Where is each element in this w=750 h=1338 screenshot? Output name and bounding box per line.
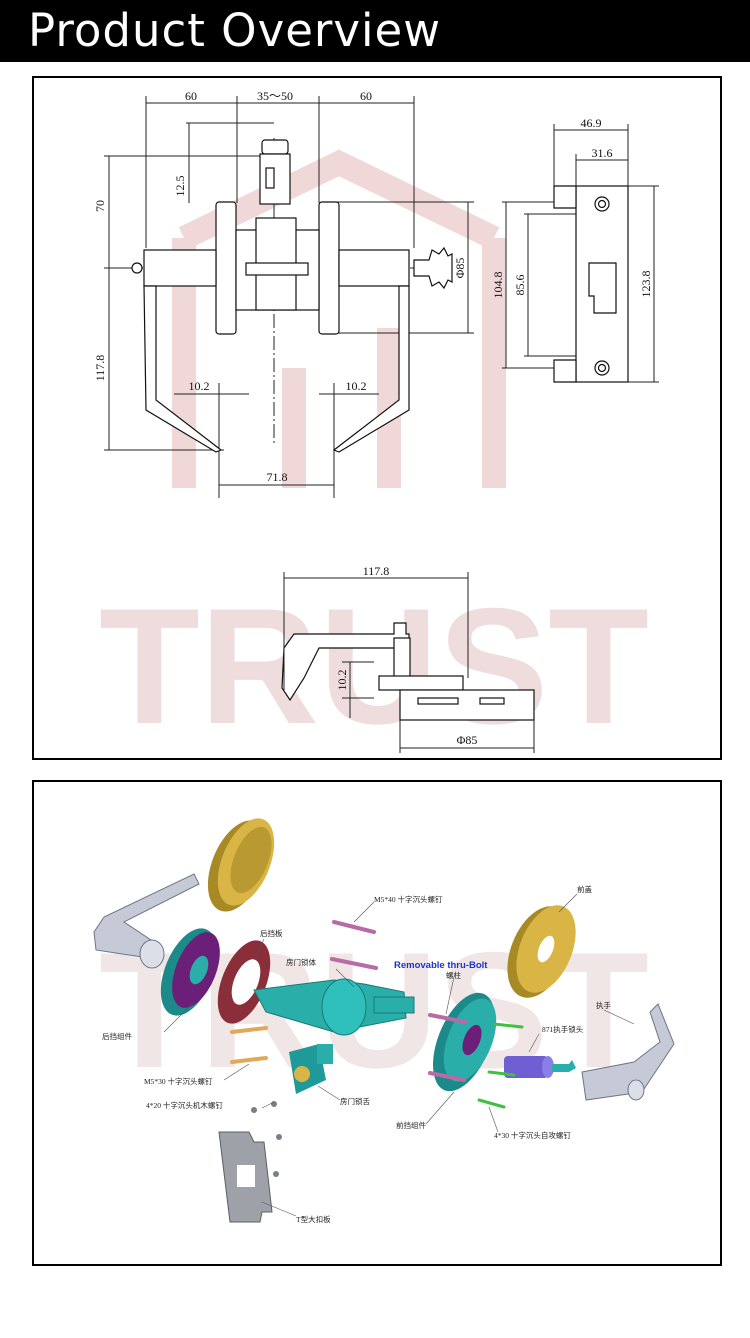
dim-85-6: 85.6 xyxy=(513,275,527,296)
label-back-rose: 后挡组件 xyxy=(102,1031,132,1041)
dim-rose-dia: Φ85 xyxy=(453,258,467,279)
orange-screws xyxy=(230,1026,268,1064)
dim-side-10-2: 10.2 xyxy=(335,670,349,691)
lock-body xyxy=(253,978,415,1036)
label-screw-m5-30: M5*30 十字沉头螺钉 xyxy=(144,1076,213,1086)
watermark-text: TRUST xyxy=(99,574,649,758)
dim-31-6: 31.6 xyxy=(592,146,613,160)
label-back-plate: 后挡板 xyxy=(260,928,283,938)
callout-removable-thru-bolt: Removable thru-Bolt xyxy=(394,960,488,971)
back-lever xyxy=(93,873,200,969)
front-lever xyxy=(581,1003,675,1101)
cylinder xyxy=(504,1056,576,1078)
label-lever: 执手 xyxy=(596,1000,611,1010)
dim-104-8: 104.8 xyxy=(491,272,505,299)
technical-drawing-panel: TRUST xyxy=(32,76,722,760)
dim-117-8: 117.8 xyxy=(93,355,107,382)
strike-plate xyxy=(218,1101,282,1223)
label-strike-plate: T型大扣板 xyxy=(296,1214,331,1224)
latch xyxy=(289,1044,333,1094)
dim-71-8: 71.8 xyxy=(267,470,288,484)
dim-top-left: 60 xyxy=(185,89,197,103)
label-cylinder: 871执手锁头 xyxy=(542,1024,584,1034)
label-lock-body: 房门锁体 xyxy=(286,957,316,967)
back-rose-assembly xyxy=(160,928,220,1016)
label-latch: 房门锁舌 xyxy=(340,1096,370,1106)
label-self-tap: 4*30 十字沉头自攻螺钉 xyxy=(494,1130,571,1140)
dim-123-8: 123.8 xyxy=(639,271,653,298)
dim-top-mid: 35～50 xyxy=(257,89,293,103)
label-screw-m5-40: M5*40 十字沉头螺钉 xyxy=(374,894,443,904)
dim-side-dia: Φ85 xyxy=(457,733,478,747)
dim-side-117-8: 117.8 xyxy=(363,564,390,578)
dim-lever-left: 10.2 xyxy=(189,379,210,393)
technical-drawing: TRUST xyxy=(93,89,659,758)
dim-46-9: 46.9 xyxy=(581,116,602,130)
back-plate xyxy=(217,940,271,1024)
label-post: 螺柱 xyxy=(446,970,461,980)
pink-screws xyxy=(330,920,468,1082)
page-title: Product Overview xyxy=(28,4,442,57)
dim-lever-right: 10.2 xyxy=(346,379,367,393)
exploded-view-panel: TRUST xyxy=(32,780,722,1266)
label-front-rose: 前挡组件 xyxy=(396,1120,426,1130)
dim-12-5: 12.5 xyxy=(173,176,187,197)
header-bar: Product Overview xyxy=(0,0,750,62)
exploded-view: TRUST xyxy=(93,818,675,1224)
back-cover xyxy=(207,818,275,912)
front-cover xyxy=(507,905,576,998)
green-screws xyxy=(477,1022,524,1109)
label-wood-screw: 4*20 十字沉头机木螺钉 xyxy=(146,1100,223,1110)
dim-top-right: 60 xyxy=(360,89,372,103)
label-front-cover: 前盖 xyxy=(577,884,592,894)
dim-70: 70 xyxy=(93,200,107,212)
